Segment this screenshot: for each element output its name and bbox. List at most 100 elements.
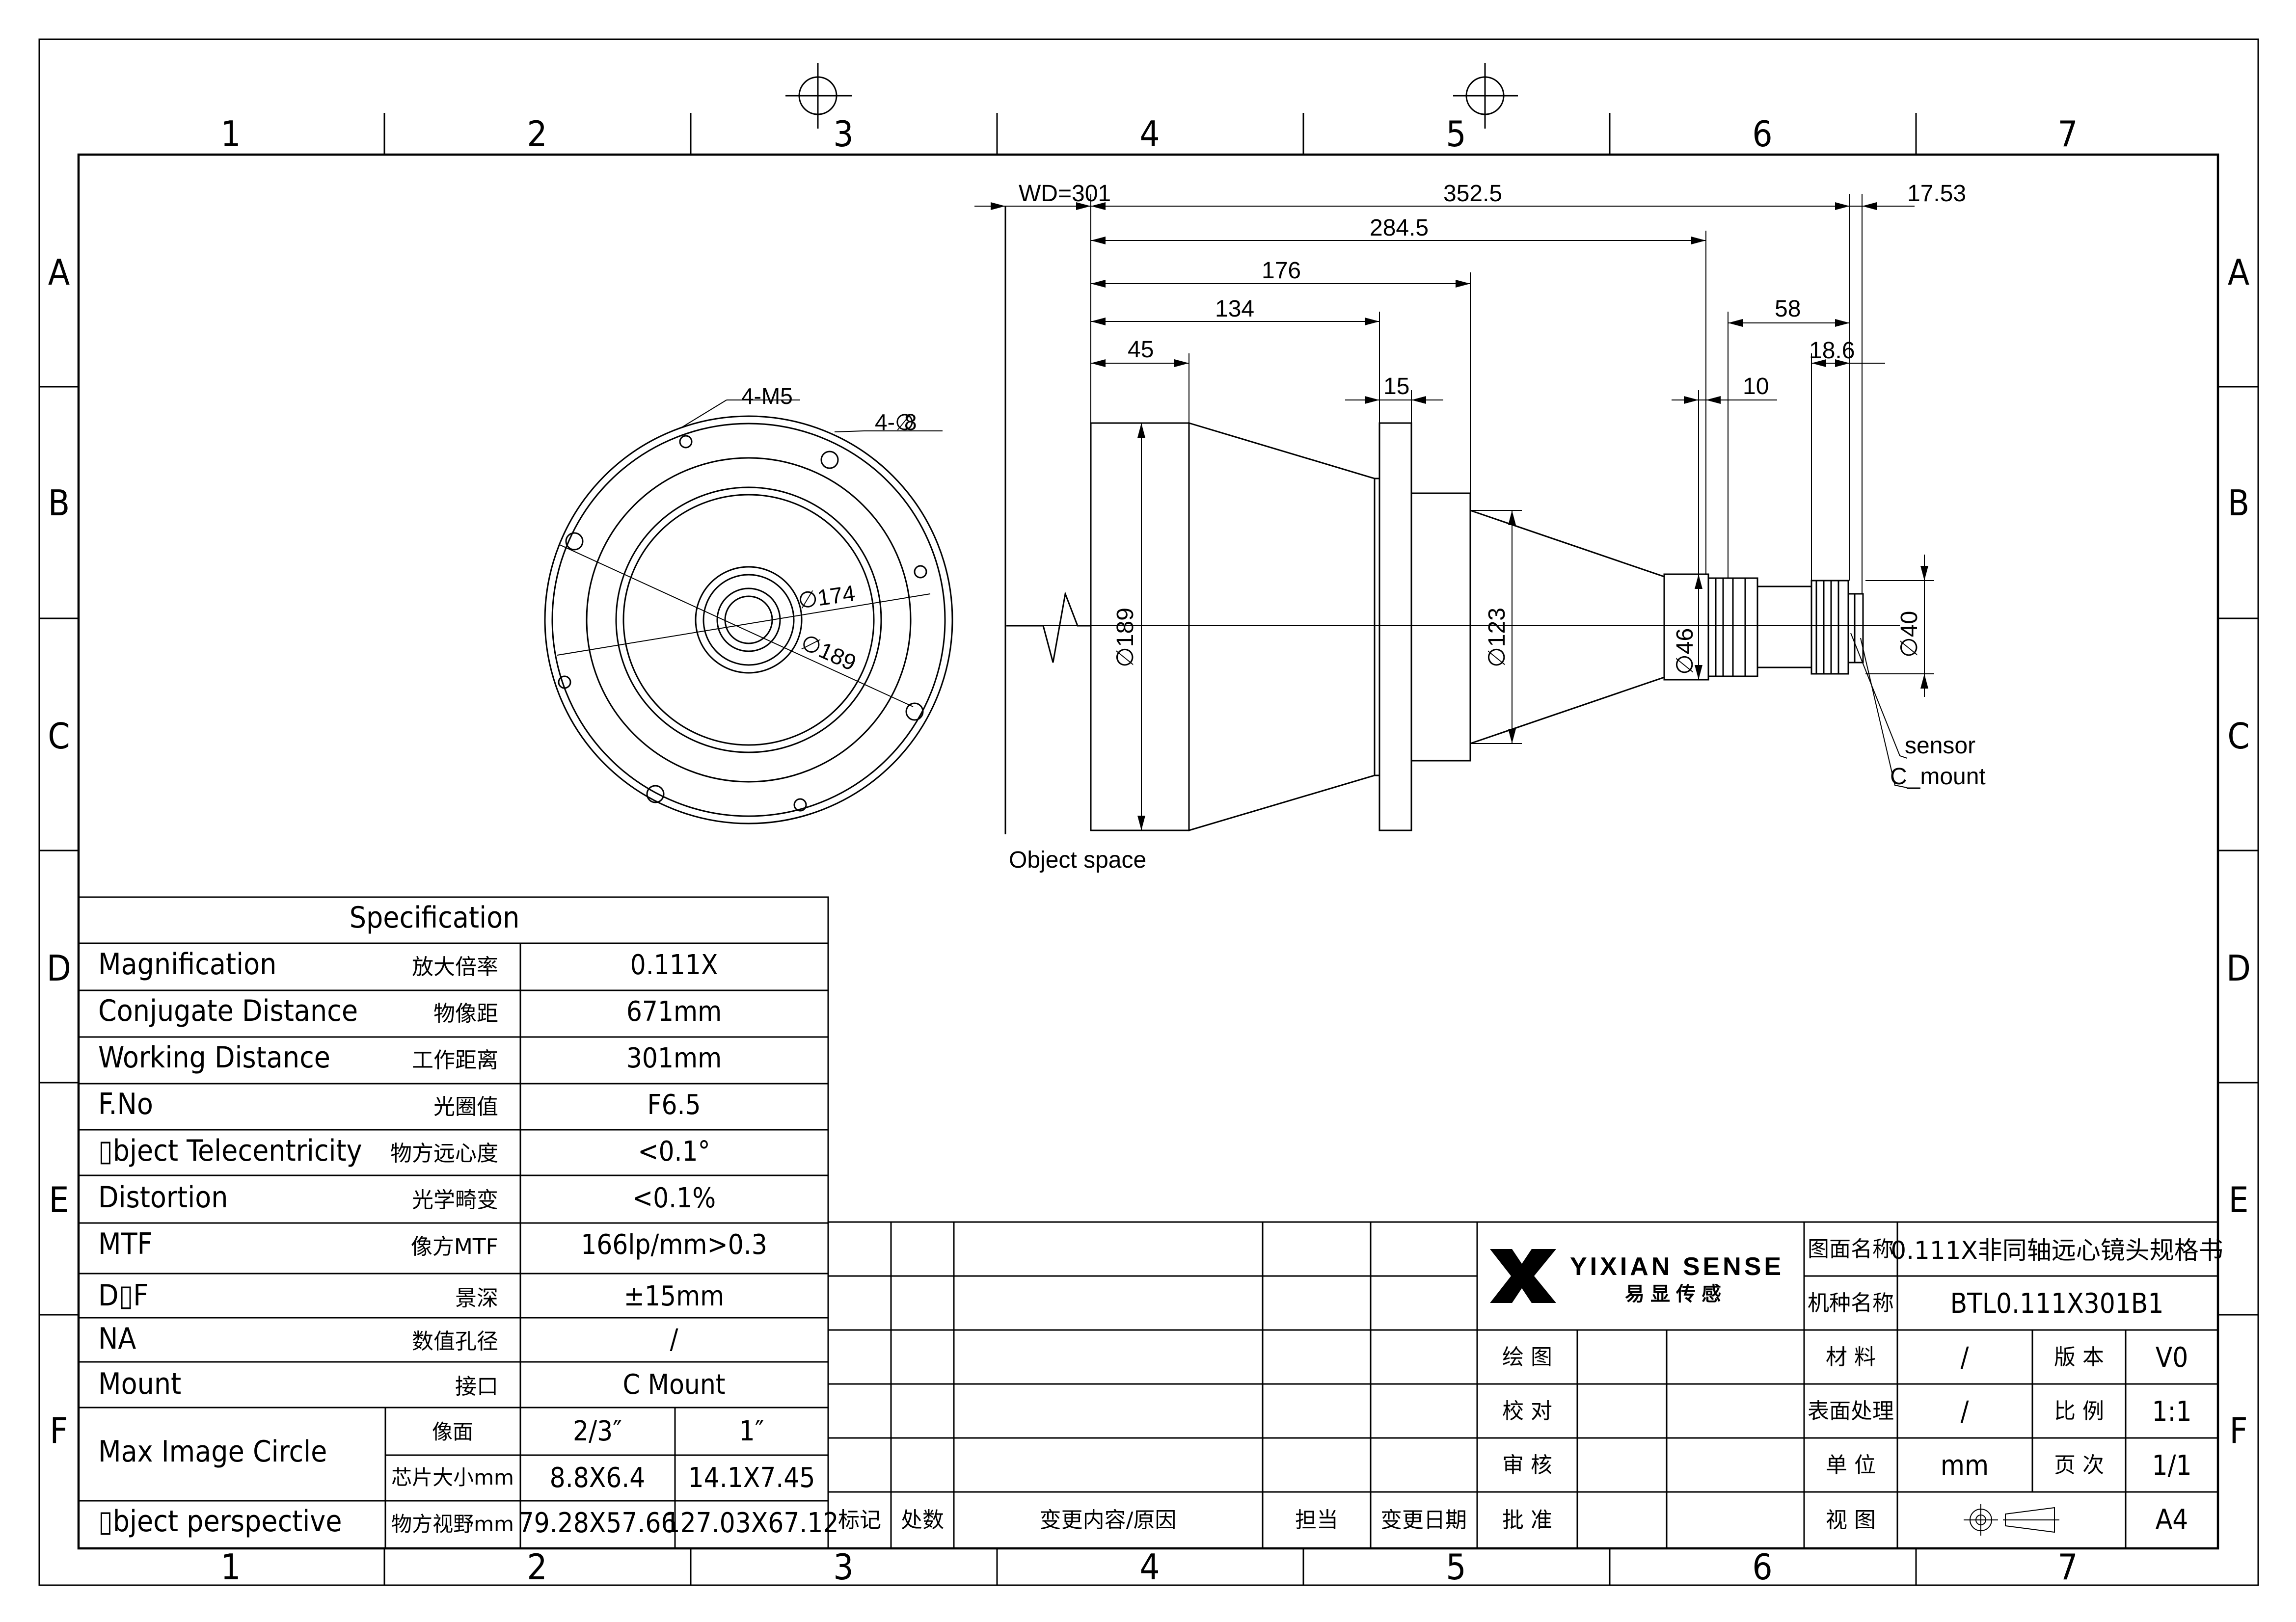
spec-label-cn: 光圈值 [433,1094,498,1119]
col-label-top: 7 [2057,113,2078,155]
col-label-bottom: 6 [1752,1546,1772,1588]
lens-front-view: 4-M5 4-∅ 8 ∅174 ∅189 [544,383,953,824]
row-label-left: B [48,482,70,524]
row-label-left: C [48,716,70,757]
version-value: V0 [2156,1342,2188,1374]
rev-header-owner: 担当 [1295,1508,1338,1533]
spec-label-cn: 物像距 [433,1001,498,1026]
unit-label: 单 位 [1826,1453,1876,1478]
revision-block: 标记 处数 变更内容/原因 担当 变更日期 [827,1221,1478,1549]
spec-label: Working Distance [98,1040,330,1075]
model-name: BTL0.111X301B1 [1950,1288,2164,1320]
row-label-left: A [48,252,70,293]
spec-label-cn: 工作距离 [412,1048,498,1073]
logo-text-en: YIXIAN SENSE [1570,1252,1784,1281]
rev-header-mark: 标记 [838,1508,881,1533]
page-label: 页 次 [2054,1453,2104,1478]
row-label-right: A [2228,252,2249,293]
spec-label: ▯bject perspective [98,1504,342,1539]
col-label-bottom: 7 [2057,1546,2078,1588]
col-label-bottom: 3 [833,1546,853,1588]
specification-table: Specification Magnification Conjugate Di… [78,896,838,1549]
dim-45: 45 [1128,337,1154,363]
row-label-left: F [50,1410,68,1451]
col-label-top: 1 [220,113,241,155]
col-label-bottom: 4 [1139,1546,1160,1588]
spec-value: 0.111X [630,949,718,981]
dimension-arrows [991,202,1928,830]
label-c-mount: C_mount [1890,764,1986,790]
col-label-top: 5 [1446,113,1466,155]
mic-value: 2/3″ [573,1415,622,1447]
col-label-bottom: 5 [1446,1546,1466,1588]
model-label: 机种名称 [1808,1291,1894,1316]
dim-176: 176 [1262,258,1301,284]
surface-value: / [1961,1396,1969,1428]
dim-dia-46: ∅46 [1672,628,1698,675]
mic-value: 1″ [739,1415,764,1447]
spec-title: Specification [350,901,520,935]
mic-row1-cn: 像面 [432,1420,473,1444]
spec-value: F6.5 [647,1089,701,1121]
dim-10: 10 [1743,373,1769,399]
sheet-frame [38,38,2259,1586]
col-label-top: 3 [833,113,853,155]
page-value: 1/1 [2152,1450,2191,1482]
spec-value: 166lp/mm>0.3 [581,1229,767,1261]
spec-value: / [670,1324,678,1356]
col-label-top: 4 [1139,113,1160,155]
dim-4-holes: 4-∅ [875,409,915,435]
rev-header-content: 变更内容/原因 [1040,1508,1177,1533]
lens-side-view: WD=301 352.5 17.53 284.5 176 134 58 45 1… [974,181,1986,873]
projection-symbol-icon [1964,1504,2059,1536]
row-label-left: E [49,1179,69,1221]
spec-label: ▯bject Telecentricity [98,1134,362,1168]
spec-label-cn: 像方MTF [411,1234,498,1259]
mic-row2-cn: 芯片大小mm [391,1465,514,1489]
spec-label-cn: 物方远心度 [390,1141,498,1166]
approve-label: 批 准 [1502,1508,1552,1533]
spec-label: Mount [98,1367,181,1401]
dim-17-53: 17.53 [1907,181,1966,207]
dim-dia-174: ∅174 [796,580,857,613]
dim-58: 58 [1775,296,1801,322]
spec-label-cn: 光学畸变 [412,1188,498,1213]
dim-dia-123: ∅123 [1484,608,1510,667]
spec-value: 301mm [626,1042,722,1074]
drawing-name-label: 图面名称 [1808,1237,1894,1262]
label-sensor: sensor [1905,733,1975,759]
material-label: 材 料 [1826,1345,1876,1370]
sheet-size: A4 [2156,1504,2188,1536]
dim-134: 134 [1215,296,1254,322]
rev-header-count: 处数 [901,1508,944,1533]
view-label: 视 图 [1826,1508,1876,1533]
spec-label: Max Image Circle [98,1435,327,1469]
spec-label: D▯F [98,1278,148,1313]
row-label-left: D [47,948,71,989]
dim-dia-40: ∅40 [1896,611,1922,658]
dim-wd: WD=301 [1019,181,1111,207]
unit-value: mm [1941,1450,1989,1482]
dim-dia-189-side: ∅189 [1112,608,1138,667]
yixian-sense-logo: YIXIAN SENSE 易显传感 [1490,1249,1784,1305]
material-value: / [1961,1342,1969,1374]
dim-holes-size: 8 [904,409,917,435]
dim-15: 15 [1383,373,1409,399]
spec-label-cn: 数值孔径 [412,1329,498,1354]
dim-284-5: 284.5 [1370,215,1429,241]
dim-4-m5: 4-M5 [741,383,793,409]
rev-header-date: 变更日期 [1380,1508,1467,1533]
dim-18-6: 18.6 [1809,338,1855,364]
scale-value: 1:1 [2152,1396,2191,1428]
spec-label: Distortion [98,1180,228,1215]
row-label-right: C [2227,716,2249,757]
spec-value: 671mm [626,996,722,1028]
scale-label: 比 例 [2054,1399,2104,1424]
spec-label-cn: 景深 [455,1286,498,1311]
logo-text-cn: 易显传感 [1625,1283,1727,1305]
spec-value: C Mount [622,1369,725,1401]
col-label-top: 6 [1752,113,1772,155]
spec-label: MTF [98,1227,153,1261]
spec-value: <0.1% [632,1182,716,1214]
